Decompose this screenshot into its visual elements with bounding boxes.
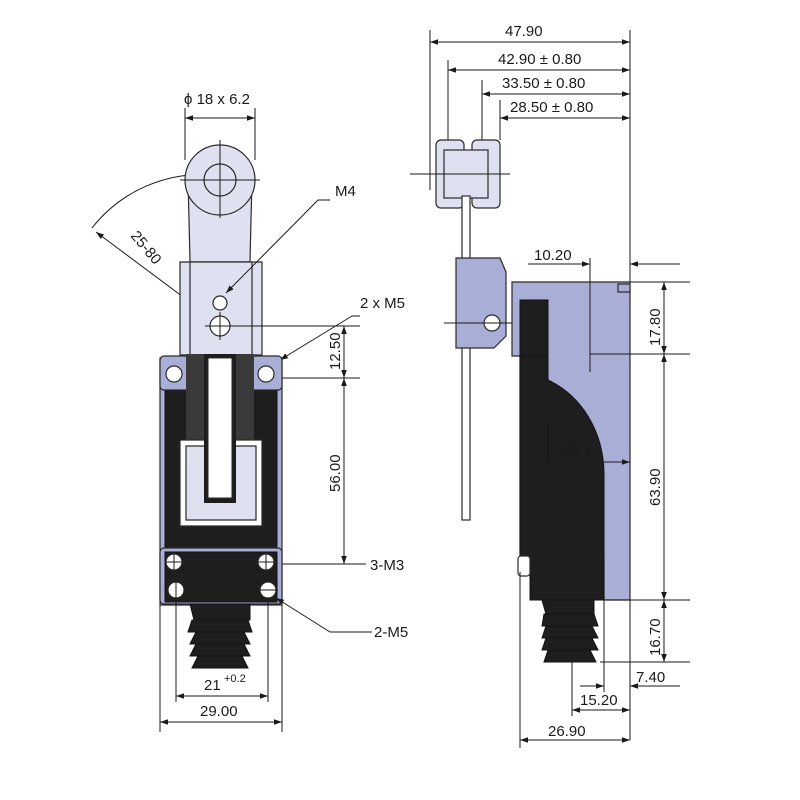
front-view: ϕ 18 x 6.2 M4 2 x M5	[91, 91, 408, 732]
cable-gland-side	[541, 599, 599, 663]
dim-12-50: 12.50	[327, 332, 344, 370]
m4-label: M4	[335, 183, 356, 200]
dim-33-50: 33.50 ± 0.80	[502, 75, 585, 92]
lever-clamp	[455, 257, 507, 349]
lever-rod	[461, 195, 471, 521]
dim-15-20: 15.20	[580, 692, 618, 709]
dim-28-50: 28.50 ± 0.80	[510, 99, 593, 116]
2m5-label: 2-M5	[374, 624, 408, 641]
dim-56-00: 56.00	[327, 454, 344, 492]
2xm5-label: 2 x M5	[360, 295, 405, 312]
dim-26-90: 26.90	[548, 723, 586, 740]
3m3-label: 3-M3	[370, 557, 404, 574]
side-view: 47.90 42.90 ± 0.80 33.50 ± 0.80 28.50 ± …	[410, 23, 690, 748]
dim-10-20: 10.20	[534, 247, 572, 264]
dim-17-80: 17.80	[647, 308, 664, 346]
dim-63-90: 63.90	[647, 468, 664, 506]
dim-16-70: 16.70	[647, 618, 664, 656]
angle-range-label: 25-80	[127, 228, 165, 268]
cable-gland	[187, 603, 253, 669]
dim-7-40: 7.40	[636, 669, 665, 686]
dim-20-3: 20.3	[562, 443, 591, 460]
dim-47-90: 47.90	[505, 23, 543, 40]
dim-29-00: 29.00	[200, 703, 238, 720]
spring-comb	[186, 354, 254, 464]
roller-side	[410, 139, 510, 209]
dim-21-tolerance: +0.2	[224, 673, 246, 685]
dim-42-90: 42.90 ± 0.80	[498, 51, 581, 68]
roller-dimension-label: ϕ 18 x 6.2	[184, 91, 250, 108]
dim-21: 21	[204, 677, 221, 694]
